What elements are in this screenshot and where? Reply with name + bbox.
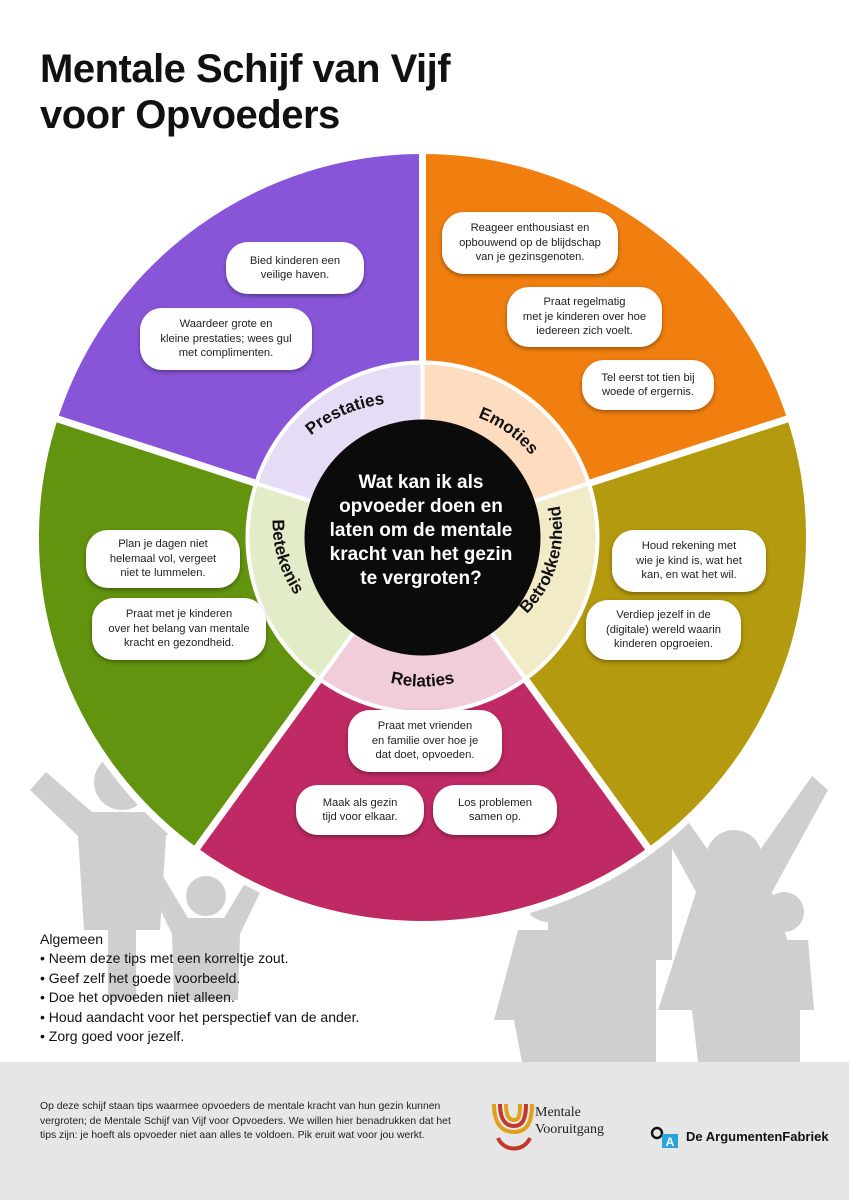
argumentenfabriek-logo-icon: A — [650, 1126, 678, 1148]
tip-betekenis-2: Praat met je kinderen over het belang va… — [92, 598, 266, 660]
general-item: Neem deze tips met een korreltje zout. — [40, 949, 500, 968]
tip-relaties-2: Maak als gezin tijd voor elkaar. — [296, 785, 424, 835]
general-item: Geef zelf het goede voorbeeld. — [40, 969, 500, 988]
general-item: Zorg goed voor jezelf. — [40, 1027, 500, 1046]
center-circle — [304, 419, 541, 656]
general-item: Houd aandacht voor het perspectief van d… — [40, 1008, 500, 1027]
title-line-1: Mentale Schijf van Vijf — [40, 47, 451, 91]
general-list: Neem deze tips met een korreltje zout. G… — [40, 949, 500, 1046]
mentale-vooruitgang-logo-text: Mentale Vooruitgang — [535, 1105, 604, 1137]
general-heading: Algemeen — [40, 931, 104, 947]
general-item: Doe het opvoeden niet alleen. — [40, 988, 500, 1007]
tip-emoties-2: Praat regelmatig met je kinderen over ho… — [507, 287, 662, 347]
tip-betrokkenheid-1: Houd rekening met wie je kind is, wat he… — [612, 530, 766, 592]
tip-emoties-3: Tel eerst tot tien bij woede of ergernis… — [582, 360, 714, 410]
title-line-2: voor Opvoeders — [40, 93, 340, 137]
footer-text: Op deze schijf staan tips waarmee opvoed… — [40, 1101, 451, 1142]
argumentenfabriek-logo-text: De ArgumentenFabriek — [686, 1129, 829, 1144]
tip-relaties-3: Los problemen samen op. — [433, 785, 557, 835]
general-tips: Algemeen Neem deze tips met een korreltj… — [40, 930, 500, 1046]
page-title: Mentale Schijf van Vijf voor Opvoeders — [40, 46, 640, 138]
mentale-vooruitgang-logo-icon — [492, 1103, 534, 1151]
center-question: Wat kan ik als opvoeder doen en laten om… — [329, 472, 513, 589]
tip-emoties-1: Reageer enthousiast en opbouwend op de b… — [442, 212, 618, 274]
tip-betrokkenheid-2: Verdiep jezelf in de (digitale) wereld w… — [586, 600, 741, 660]
label-relaties: Relaties — [389, 668, 455, 691]
tip-prestaties-2: Waardeer grote en kleine prestaties; wee… — [140, 308, 312, 370]
tip-relaties-1: Praat met vrienden en familie over hoe j… — [348, 710, 502, 772]
footer-band — [0, 1062, 849, 1200]
argumentenfabriek-mark: A — [666, 1135, 675, 1148]
tip-prestaties-1: Bied kinderen een veilige haven. — [226, 242, 364, 294]
boy-figure — [754, 892, 814, 1062]
tip-betekenis-1: Plan je dagen niet helemaal vol, vergeet… — [86, 530, 240, 588]
